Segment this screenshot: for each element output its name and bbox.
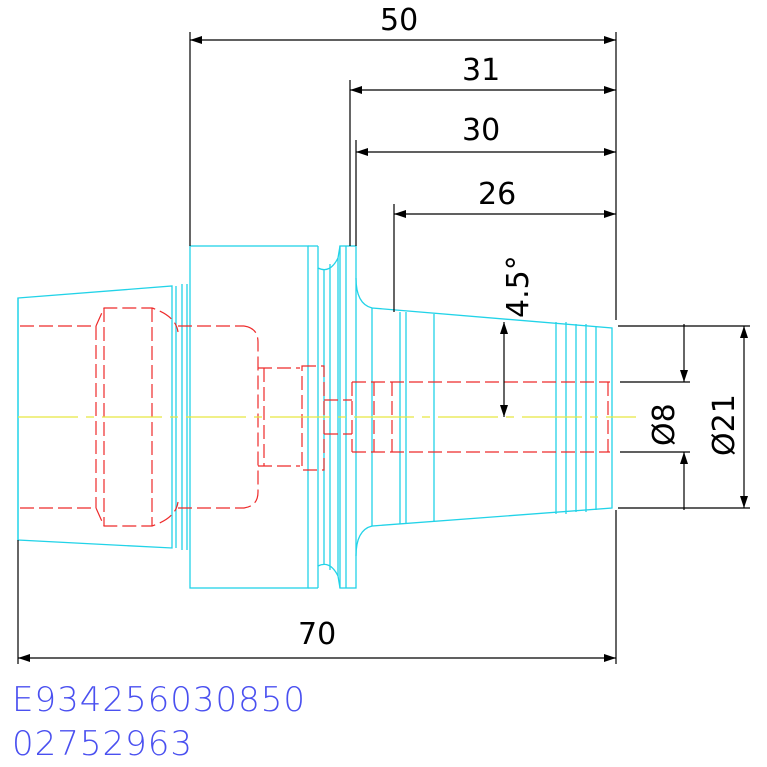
dim-label-26: 26 <box>478 177 516 212</box>
dimensions <box>17 32 750 664</box>
dim-label-dia8: Ø8 <box>647 403 682 446</box>
dim-label-31: 31 <box>462 53 500 88</box>
dim-label-dia21: Ø21 <box>707 394 742 456</box>
part-number: E934256030850 <box>12 680 307 720</box>
dim-label-70: 70 <box>298 617 336 652</box>
reference-number: 02752963 <box>12 724 194 764</box>
dim-label-30: 30 <box>462 113 500 148</box>
dim-label-angle: 4.5° <box>501 255 536 318</box>
dim-label-50: 50 <box>380 3 418 38</box>
